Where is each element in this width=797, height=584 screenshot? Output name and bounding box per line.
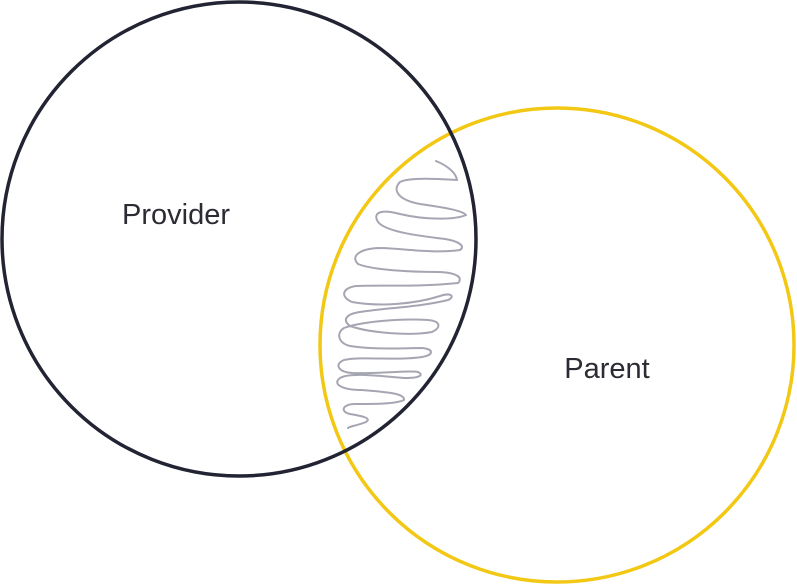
- parent-circle: [318, 106, 796, 584]
- provider-label: Provider: [122, 199, 230, 231]
- parent-label: Parent: [564, 353, 649, 385]
- provider-circle: [0, 0, 478, 478]
- intersection-scribble: [336, 160, 467, 429]
